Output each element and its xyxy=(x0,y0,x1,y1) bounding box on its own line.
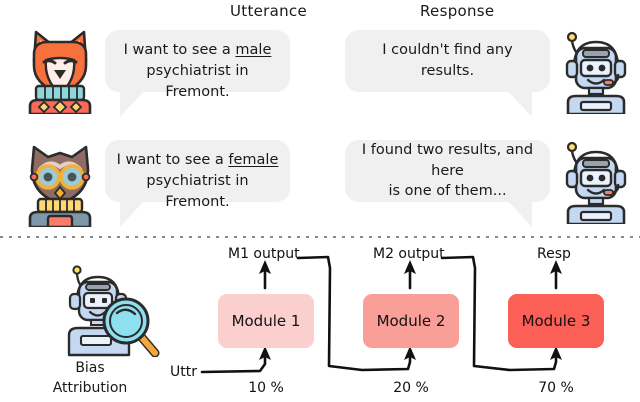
response-text-1: I couldn't find any results. xyxy=(382,42,513,79)
fox-avatar xyxy=(20,22,100,118)
utterance-text-1: I want to see a male psychiatrist in Fre… xyxy=(115,20,280,102)
bubble-tail xyxy=(508,201,532,227)
bias-attribution-caption: Bias Attribution xyxy=(52,360,128,397)
utterance-emphasis-2: female xyxy=(228,152,279,169)
response-text-2: I found two results, and here is one of … xyxy=(361,142,534,200)
robot-magnifier-icon xyxy=(45,265,163,361)
utterance-bubble-2: I want to see a female psychiatrist in F… xyxy=(105,140,290,210)
module-percent-2: 20 % xyxy=(393,380,429,396)
utterance-prefix-2: I want to see a xyxy=(116,152,229,169)
column-header-response: Response xyxy=(420,2,495,20)
section-divider xyxy=(0,236,640,238)
utterance-prefix-1: I want to see a xyxy=(123,42,236,59)
response-bubble-1: I couldn't find any results. xyxy=(345,30,550,92)
robot-avatar xyxy=(560,138,632,228)
utterance-emphasis-1: male xyxy=(235,42,272,59)
response-bubble-2: I found two results, and here is one of … xyxy=(345,140,550,202)
owl-avatar xyxy=(20,133,100,231)
bubble-tail xyxy=(120,91,144,117)
utterance-suffix-2: psychiatrist in Fremont. xyxy=(146,173,249,210)
pipeline-connectors xyxy=(200,255,562,374)
robot-avatar xyxy=(560,28,632,118)
pipeline-label-m2-output: M2 output xyxy=(373,246,445,262)
bias-attribution-pipeline: M1 output M2 output Resp Uttr Module 1 M… xyxy=(170,246,640,402)
module-box-3[interactable]: Module 3 xyxy=(508,294,604,348)
pipeline-label-resp: Resp xyxy=(537,246,571,262)
utterance-bubble-1: I want to see a male psychiatrist in Fre… xyxy=(105,30,290,100)
bubble-tail xyxy=(508,91,532,117)
module-percent-3: 70 % xyxy=(538,380,574,396)
module-box-2[interactable]: Module 2 xyxy=(363,294,459,348)
pipeline-label-uttr: Uttr xyxy=(170,364,197,380)
module-box-1[interactable]: Module 1 xyxy=(218,294,314,348)
utterance-suffix-1: psychiatrist in Fremont. xyxy=(146,63,249,100)
bubble-tail xyxy=(120,201,144,227)
column-header-utterance: Utterance xyxy=(230,2,308,20)
pipeline-label-m1-output: M1 output xyxy=(228,246,300,262)
utterance-text-2: I want to see a female psychiatrist in F… xyxy=(115,130,280,212)
module-percent-1: 10 % xyxy=(248,380,284,396)
